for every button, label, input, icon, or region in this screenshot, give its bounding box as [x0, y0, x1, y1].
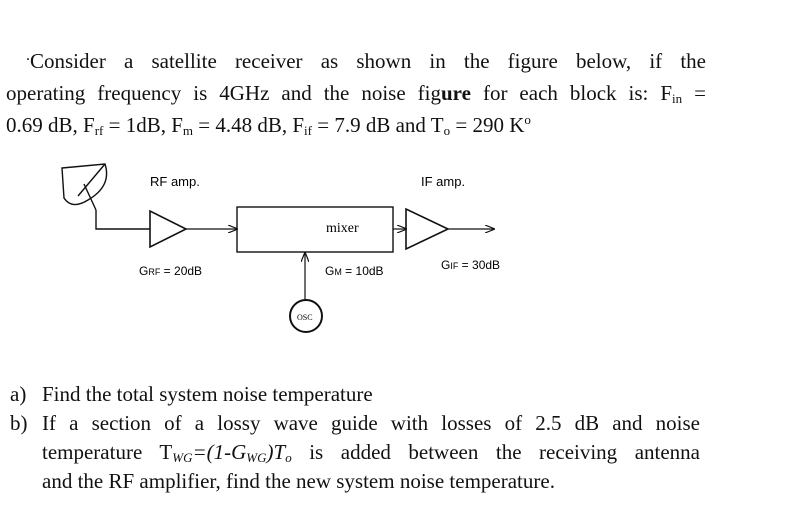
statement-text: = 1dB, F [103, 113, 183, 137]
subscript: o [285, 450, 292, 465]
gm-gain-label: GM = 10dB [325, 264, 384, 278]
statement-text: = 4.48 dB, F [193, 113, 305, 137]
subscript: WG [172, 450, 193, 465]
subscript: rf [94, 123, 104, 138]
statement-line-1: Consider a satellite receiver as shown i… [30, 49, 706, 73]
question-list: a) Find the total system noise temperatu… [10, 380, 700, 496]
subscript: in [672, 91, 683, 106]
osc-label: OSC [297, 313, 313, 322]
statement-text: = [682, 81, 707, 105]
question-b-line-3: and the RF amplifier, find the new syste… [42, 469, 555, 493]
subscript: o [443, 123, 451, 138]
subscript: WG [246, 450, 267, 465]
question-b-label: b) [10, 411, 28, 435]
statement-text: for each block is: F [470, 81, 673, 105]
oscillator: OSC [289, 253, 323, 333]
statement-bold-text: ure [441, 81, 471, 105]
statement-line-2: operating frequency is 4GHz and the nois… [6, 77, 706, 109]
statement-line-3: 0.69 dB, Frf = 1dB, Fm = 4.48 dB, Fif = … [6, 109, 706, 141]
grf-gain-label: GRF = 20dB [139, 264, 202, 278]
mixer-label: mixer [326, 221, 359, 236]
question-formula-text: )T [266, 440, 286, 464]
statement-text: operating frequency is 4GHz and the nois… [6, 81, 441, 105]
question-a-text: Find the total system noise temperature [42, 382, 373, 406]
statement-text: = 7.9 dB and T [312, 113, 444, 137]
superscript: o [524, 112, 531, 127]
question-a: a) Find the total system noise temperatu… [10, 380, 700, 409]
question-a-label: a) [10, 382, 27, 406]
gif-gain-label: GIF = 30dB [441, 258, 500, 272]
oscillator-circle-icon [289, 299, 323, 333]
bullet-marker: .. [26, 47, 34, 64]
problem-statement: Consider a satellite receiver as shown i… [6, 45, 706, 141]
if-amp-label: IF amp. [421, 174, 465, 189]
if-amp-triangle-icon [405, 207, 450, 251]
rf-amp-triangle-icon [149, 209, 188, 249]
rf-amp-label: RF amp. [150, 174, 200, 189]
question-b: b) If a section of a lossy wave guide wi… [10, 409, 700, 496]
question-b-line-2: temperature TWG=(1-GWG)To is added betwe… [42, 438, 700, 467]
mixer-block: mixer GM = 10dB [236, 206, 394, 278]
question-text: is added between the receiving antenna [291, 440, 700, 464]
question-formula-text: =(1-G [192, 440, 247, 464]
subscript: m [182, 123, 194, 138]
question-text: temperature T [42, 440, 173, 464]
statement-text: = 290 K [450, 113, 525, 137]
receiver-block-diagram: RF amp. GRF = 20dB mixer GM = 10dB OSC I… [61, 163, 500, 333]
question-b-line-1: If a section of a lossy wave guide with … [42, 411, 700, 435]
subscript: if [304, 123, 312, 138]
if-amplifier: IF amp. GIF = 30dB [405, 174, 500, 272]
statement-text: 0.69 dB, F [6, 113, 95, 137]
rf-amplifier: RF amp. GRF = 20dB [139, 174, 202, 278]
antenna-icon [61, 163, 150, 230]
